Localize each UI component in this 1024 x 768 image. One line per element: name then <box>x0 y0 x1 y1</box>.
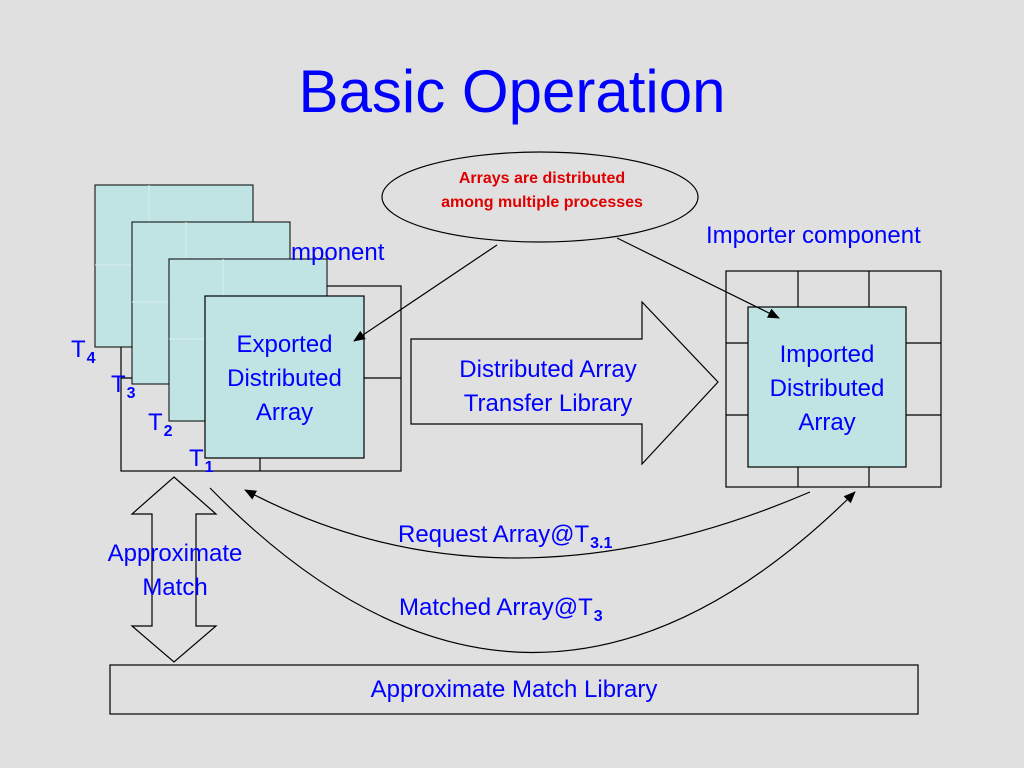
callout-line-2: among multiple processes <box>441 194 643 211</box>
timestep-t4-base: T <box>71 336 86 363</box>
matched-array-base: Matched Array@T <box>399 594 593 621</box>
matched-array-label: Matched Array@T3 <box>399 591 603 634</box>
timestep-t1-base: T <box>189 445 204 472</box>
callout-line-1: Arrays are distributed <box>458 170 626 187</box>
callout-arrow-to-imported <box>616 237 780 319</box>
timestep-t2-sub: 2 <box>163 423 173 440</box>
approximate-match-library-label: Approximate Match Library <box>370 676 658 703</box>
imported-array-label: Imported Distributed Array <box>748 338 906 440</box>
timestep-label-t4: T4 <box>71 333 96 376</box>
timestep-label-t1: T1 <box>189 442 214 485</box>
approximate-match-label: Approximate Match <box>90 537 260 605</box>
imported-array-line-1: Imported <box>779 341 875 368</box>
exported-array-line-2: Distributed <box>227 365 342 392</box>
imported-array-line-3: Array <box>798 409 856 436</box>
request-array-label: Request Array@T3.1 <box>398 518 612 561</box>
exported-array-line-3: Array <box>255 399 314 426</box>
importer-component-label: Importer component <box>706 222 921 249</box>
transfer-library-line-2: Transfer Library <box>463 390 633 417</box>
imported-array-line-2: Distributed <box>769 375 885 402</box>
approximate-match-line-1: Approximate <box>107 540 243 567</box>
timestep-label-t2: T2 <box>148 406 173 449</box>
transfer-arrow <box>410 300 719 466</box>
matched-array-sub: 3 <box>593 608 603 625</box>
callout-arrow-to-exported <box>353 244 498 342</box>
callout-ellipse <box>381 151 699 243</box>
exporter-component-label: mponent <box>291 239 385 266</box>
timestep-t3-sub: 3 <box>126 385 136 402</box>
transfer-library-line-1: Distributed Array <box>459 356 637 383</box>
timestep-t1-sub: 1 <box>204 459 214 476</box>
request-curve-arrow <box>244 489 811 559</box>
callout-text: Arrays are distributed among multiple pr… <box>392 167 692 215</box>
slide-title: Basic Operation <box>298 58 726 125</box>
exported-array-label: Exported Distributed Array <box>205 328 364 430</box>
timestep-t4-sub: 4 <box>86 350 96 367</box>
timestep-t3-base: T <box>111 371 126 398</box>
timestep-label-t3: T3 <box>111 368 136 411</box>
approximate-match-double-arrow <box>130 476 218 663</box>
approximate-match-library-box <box>109 664 919 715</box>
matched-curve-arrow <box>209 487 856 653</box>
request-array-sub: 3.1 <box>590 535 613 552</box>
exported-array-line-1: Exported <box>236 331 333 358</box>
approximate-match-line-2: Match <box>142 574 208 601</box>
imported-array-box <box>747 306 907 468</box>
array-t1-exported <box>204 295 365 459</box>
request-array-base: Request Array@T <box>398 521 590 548</box>
timestep-t2-base: T <box>148 409 163 436</box>
transfer-library-label: Distributed Array Transfer Library <box>420 353 676 421</box>
